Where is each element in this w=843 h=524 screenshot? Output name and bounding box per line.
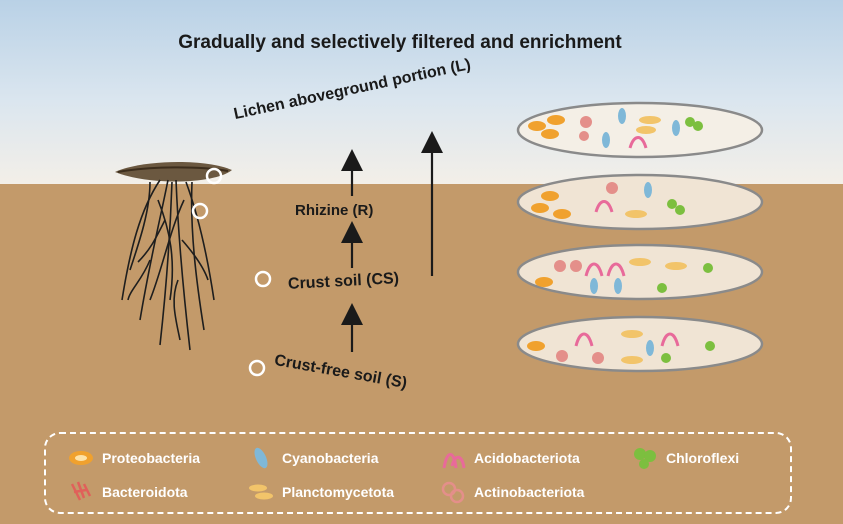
actinobacteriota-icon (441, 481, 465, 504)
planctomycetota-icon (249, 484, 273, 500)
acidobacteriota-icon (442, 453, 466, 469)
legend-label: Chloroflexi (666, 450, 740, 466)
chloroflexi-icon (634, 448, 656, 469)
community-lichen (516, 101, 764, 159)
legend-label: Bacteroidota (102, 484, 188, 500)
legend-item-acidobacteriota: Acidobacteriota (438, 444, 580, 472)
legend-label: Acidobacteriota (474, 450, 580, 466)
proteobacteria-icon (69, 451, 93, 465)
lichen-illustration (115, 161, 232, 182)
legend-item-bacteroidota: Bacteroidota (66, 478, 188, 506)
bacteroidota-icon (70, 481, 92, 501)
community-rhizine (516, 173, 764, 231)
legend-item-planctomycetota: Planctomycetota (246, 478, 394, 506)
community-crust-free-soil (516, 315, 764, 373)
legend-item-cyanobacteria: Cyanobacteria (246, 444, 378, 472)
legend-label: Planctomycetota (282, 484, 395, 500)
community-crust-soil (516, 243, 764, 301)
legend-label: Cyanobacteria (282, 450, 379, 466)
diagram-title: Gradually and selectively filtered and e… (178, 32, 622, 53)
legend-item-proteobacteria: Proteobacteria (66, 444, 200, 472)
flow-arrows (341, 131, 443, 352)
legend: Proteobacteria Cyanobacteria Acidobacter… (44, 432, 792, 514)
legend-item-chloroflexi: Chloroflexi (630, 444, 739, 472)
cyanobacteria-icon (254, 447, 268, 469)
legend-item-actinobacteriota: Actinobacteriota (438, 478, 584, 506)
legend-label: Actinobacteriota (474, 484, 585, 500)
legend-label: Proteobacteria (102, 450, 201, 466)
stage-label-rhizine: Rhizine (R) (295, 202, 374, 219)
rhizine-roots (121, 179, 215, 351)
sampling-markers (191, 167, 272, 377)
